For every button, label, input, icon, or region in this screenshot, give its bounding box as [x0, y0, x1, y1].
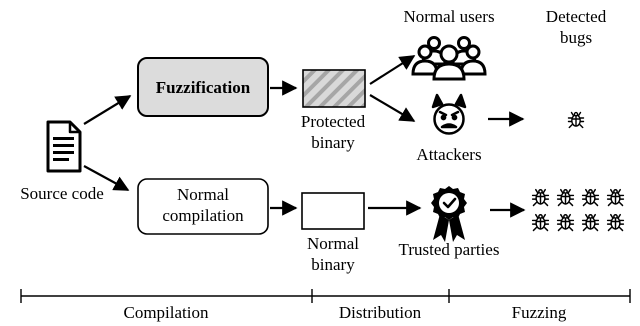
- arrow-source-to-normal-compilation: [83, 165, 130, 191]
- normal-users-label: Normal users: [403, 7, 494, 26]
- document-icon: [46, 120, 82, 173]
- normal-compilation-box: Normal compilation: [137, 178, 269, 235]
- arrow-source-to-fuzzification: [83, 95, 132, 125]
- certified-badge-icon: [431, 186, 467, 242]
- timeline-distribution-label: Distribution: [339, 303, 422, 322]
- normal-users-node: Normal users: [403, 7, 495, 81]
- trusted-parties-detected-bugs: [531, 188, 625, 232]
- protected-binary-label-line1: Protected: [301, 112, 366, 131]
- detected-bugs-label-line1: Detected: [546, 7, 607, 26]
- arrow-protected-binary-to-attackers: [369, 94, 416, 122]
- bug-icon: [606, 188, 625, 207]
- detected-bugs-label-line2: bugs: [560, 28, 592, 47]
- bug-icon: [556, 188, 575, 207]
- normal-binary-label-line1: Normal: [307, 234, 359, 253]
- timeline: Compilation Distribution Fuzzing: [20, 289, 631, 322]
- devil-face-icon: [431, 93, 467, 135]
- normal-compilation-label-line2: compilation: [162, 206, 244, 225]
- normal-compilation-label-line1: Normal: [177, 185, 229, 204]
- timeline-fuzzing-label: Fuzzing: [512, 303, 567, 322]
- fuzzification-box: Fuzzification: [137, 57, 269, 117]
- protected-binary-label-line2: binary: [311, 133, 355, 152]
- normal-binary-label-line2: binary: [311, 255, 355, 274]
- hatched-binary-icon: [302, 69, 366, 108]
- fuzzification-label: Fuzzification: [156, 78, 251, 97]
- attackers-label: Attackers: [416, 145, 481, 164]
- blank-binary-icon: [301, 192, 365, 230]
- source-code-label: Source code: [20, 184, 104, 203]
- trusted-parties-label: Trusted parties: [399, 240, 500, 259]
- attackers-node: Attackers: [416, 93, 482, 164]
- attackers-detected-bugs: [567, 111, 585, 129]
- source-code-node: Source code: [20, 120, 104, 203]
- bug-icon: [531, 213, 550, 232]
- bug-icon: [581, 213, 600, 232]
- trusted-parties-node: Trusted parties: [399, 186, 500, 259]
- arrow-protected-binary-to-normal-users: [369, 55, 416, 85]
- timeline-compilation-label: Compilation: [124, 303, 210, 322]
- bug-icon: [567, 111, 585, 129]
- bug-icon: [556, 213, 575, 232]
- bug-icon: [581, 188, 600, 207]
- bug-icon: [606, 213, 625, 232]
- bug-icon: [531, 188, 550, 207]
- user-group-icon: [411, 36, 487, 81]
- normal-binary-node: Normal binary: [301, 192, 365, 274]
- protected-binary-node: Protected binary: [301, 69, 366, 152]
